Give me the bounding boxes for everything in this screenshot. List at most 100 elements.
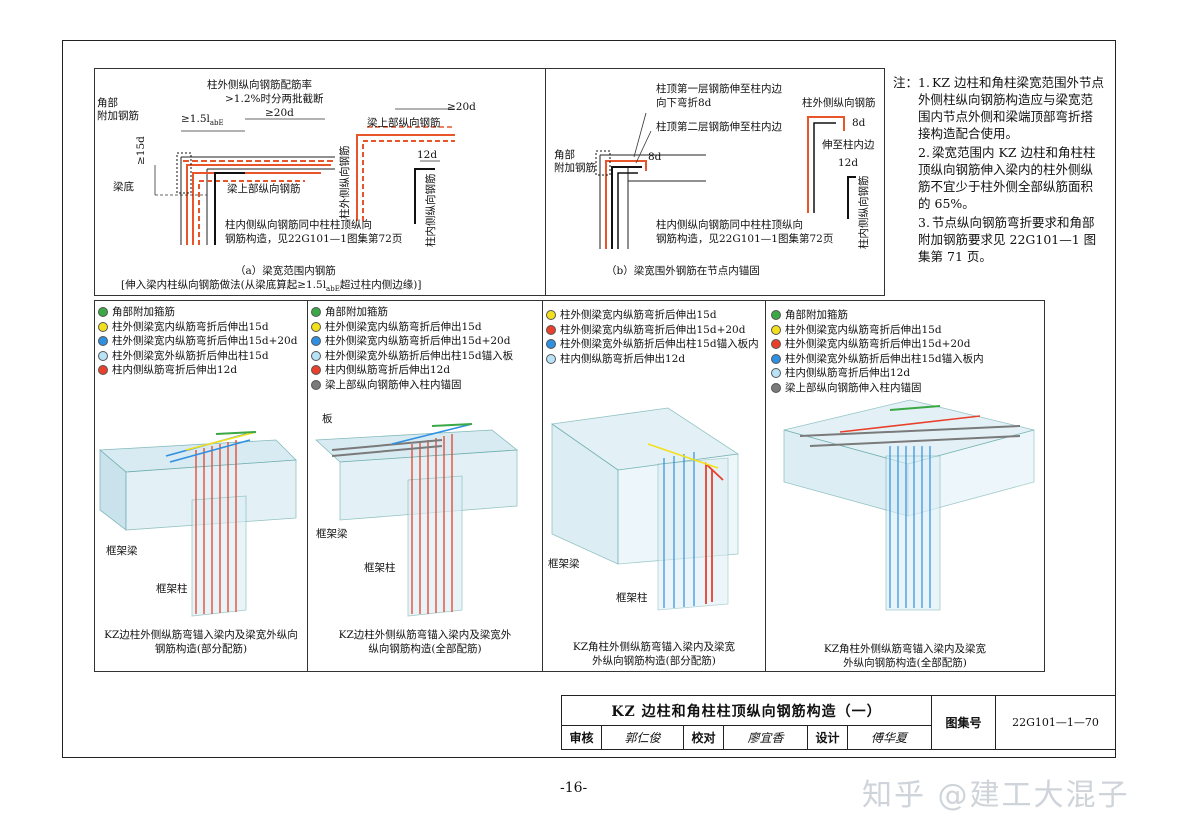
label-outer-b: 柱外侧纵向钢筋: [802, 97, 876, 109]
label-ratio: 柱外侧纵向钢筋配筋率: [207, 79, 312, 91]
label-corner-rebar: 角部 附加钢筋: [97, 97, 139, 122]
panel-2-label-slab: 板: [322, 413, 333, 425]
legend-item: 梁上部纵向钢筋伸入柱内锚固: [311, 378, 513, 393]
check-label: 校对: [684, 726, 724, 749]
reviewer-name: 郭仁俊: [602, 726, 684, 749]
drawing-frame: [62, 40, 1116, 758]
legend-item: 柱内侧纵筋弯折后伸出12d: [771, 366, 984, 381]
panel-3-legend: 柱外侧梁宽内纵筋弯折后伸出15d 柱外侧梁宽内纵筋弯折后伸出15d+20d 柱外…: [546, 308, 759, 366]
note-3: 3.节点纵向钢筋弯折要求和角部附加钢筋要求见 22G101—1 图集第 71 页…: [918, 215, 1097, 264]
note-2: 2.梁宽范围内 KZ 边柱和角柱柱顶纵向钢筋伸入梁内的柱外侧纵筋不宜少于柱外侧全…: [918, 145, 1096, 211]
notes-prefix: 注：: [893, 75, 919, 90]
label-corner-b: 角部 附加钢筋: [554, 149, 596, 174]
gray-dot-icon: [771, 382, 781, 393]
design-label: 设计: [808, 726, 848, 749]
legend-item: 柱外侧梁宽内纵筋弯折后伸出15d+20d: [98, 334, 297, 349]
designer-name: 傅华夏: [870, 731, 907, 745]
blue-dot-icon: [546, 339, 556, 350]
note-1: 1.KZ 边柱和角柱梁宽范围外节点外侧柱纵向钢筋构造应与梁宽范围内节点外侧和梁端…: [918, 75, 1105, 141]
diagram-a-cell: 角部 附加钢筋 柱外侧纵向钢筋配筋率 >1.2%时分两批截断 ≥1.5labE …: [94, 68, 546, 296]
legend-item: 柱外侧梁宽内纵筋弯折后伸出15d: [546, 308, 759, 323]
legend-item: 柱外侧梁宽内纵筋弯折后伸出15d: [311, 320, 513, 335]
notes-block: 注： 1.KZ 边柱和角柱梁宽范围外节点外侧柱纵向钢筋构造应与梁宽范围内节点外侧…: [893, 74, 1105, 267]
legend-item: 柱外侧梁宽外纵筋折后伸出柱15d锚入板内: [546, 337, 759, 352]
label-top1b: 向下弯折8d: [656, 97, 712, 109]
caption-a1: （a）梁宽范围内钢筋: [235, 265, 336, 277]
panel-1-label-beam: 框架梁: [106, 545, 138, 557]
red-dot-icon: [546, 324, 556, 335]
red-dot-icon: [98, 365, 108, 376]
panel-2-caption: KZ边柱外侧纵筋弯锚入梁内及梁宽外纵向钢筋构造(全部配筋): [338, 629, 512, 655]
title-block: KZ 边柱和角柱柱顶纵向钢筋构造（一） 图集号 22G101—1—70 审核 郭…: [561, 695, 1116, 750]
yellow-dot-icon: [98, 321, 108, 332]
green-dot-icon: [98, 307, 108, 318]
label-to-inner: 伸至柱内边: [822, 139, 875, 151]
label-ratio2: >1.2%时分两批截断: [225, 93, 324, 105]
red-dot-icon: [311, 365, 321, 376]
panel-1-legend: 角部附加箍筋 柱外侧梁宽内纵筋弯折后伸出15d 柱外侧梁宽内纵筋弯折后伸出15d…: [98, 305, 297, 378]
review-label: 审核: [562, 726, 602, 749]
page-number: -16-: [560, 780, 588, 796]
checker-name: 廖宜香: [724, 726, 808, 749]
label-outer-v: 柱外侧纵向钢筋: [339, 145, 351, 220]
label-dim-lae: ≥1.5labE: [181, 113, 224, 128]
label-inner1-b: 柱内侧纵向钢筋同中柱柱顶纵向: [656, 219, 803, 231]
legend-item: 柱外侧梁宽内纵筋弯折后伸出15d+20d: [546, 323, 759, 338]
panel-3-label-beam: 框架梁: [548, 558, 580, 570]
label-8d-2: 8d: [852, 117, 866, 129]
panel-3-caption: KZ角柱外侧纵筋弯锚入梁内及梁宽外纵向钢筋构造(部分配筋): [572, 641, 736, 667]
diagram-b-cell: 柱顶第一层钢筋伸至柱内边 向下弯折8d 柱顶第二层钢筋伸至柱内边 角部 附加钢筋…: [545, 68, 885, 296]
legend-item: 柱内侧纵筋弯折后伸出12d: [98, 363, 297, 378]
label-inner1: 柱内侧纵向钢筋同中柱柱顶纵向: [225, 219, 372, 231]
blue-dot-icon: [98, 336, 108, 347]
blue-dot-icon: [771, 353, 781, 364]
legend-item: 角部附加箍筋: [98, 305, 297, 320]
label-20d: ≥20d: [265, 107, 294, 119]
panel-1-label-column: 框架柱: [156, 583, 188, 595]
panel-1-caption: KZ边柱外侧纵筋弯锚入梁内及梁宽外纵向钢筋构造(部分配筋): [104, 629, 298, 655]
drawing-title: KZ 边柱和角柱柱顶纵向钢筋构造（一）: [611, 703, 882, 720]
legend-item: 柱外侧梁宽内纵筋弯折后伸出15d+20d: [311, 334, 513, 349]
lightblue-dot-icon: [98, 350, 108, 361]
legend-item: 柱内侧纵筋弯折后伸出12d: [311, 363, 513, 378]
panel-2-label-column: 框架柱: [364, 562, 396, 574]
panel-2-render: [315, 423, 519, 617]
label-beam-top-2: 梁上部纵向钢筋: [367, 117, 441, 129]
panel-4-render: [783, 399, 1035, 611]
yellow-dot-icon: [311, 321, 321, 332]
label-inner2: 钢筋构造，见22G101—1图集第72页: [225, 233, 403, 245]
panel-4-legend: 角部附加箍筋 柱外侧梁宽内纵筋弯折后伸出15d 柱外侧梁宽内纵筋弯折后伸出15d…: [771, 308, 984, 395]
lightblue-dot-icon: [771, 368, 781, 379]
label-beam-top: 梁上部纵向钢筋: [227, 183, 301, 195]
legend-item: 柱外侧梁宽内纵筋弯折后伸出15d+20d: [771, 337, 984, 352]
atlas-no-cell: 22G101—1—70: [1012, 716, 1099, 729]
panel-1-render: [98, 431, 297, 617]
label-20d-2: ≥20d: [447, 101, 476, 113]
green-dot-icon: [311, 307, 321, 318]
diagram-a-drawing: [154, 108, 455, 245]
yellow-dot-icon: [546, 310, 556, 321]
panel-2-legend: 角部附加箍筋 柱外侧梁宽内纵筋弯折后伸出15d 柱外侧梁宽内纵筋弯折后伸出15d…: [311, 305, 513, 392]
blue-dot-icon: [311, 336, 321, 347]
label-15d: ≥15d: [135, 136, 147, 165]
green-dot-icon: [771, 310, 781, 321]
atlas-label-cell: 图集号: [932, 696, 996, 749]
caption-b: （b）梁宽围外钢筋在节点内锚固: [606, 265, 760, 277]
label-8d: 8d: [648, 151, 662, 163]
sign-row: 审核 郭仁俊 校对 廖宜香 设计 傅华夏: [562, 726, 932, 749]
red-dot-icon: [771, 339, 781, 350]
legend-item: 柱外侧梁宽外纵筋折后伸出柱15d: [98, 349, 297, 364]
label-top1: 柱顶第一层钢筋伸至柱内边: [656, 83, 782, 95]
title-row: KZ 边柱和角柱柱顶纵向钢筋构造（一）: [562, 696, 932, 726]
legend-item: 柱内侧纵筋弯折后伸出12d: [546, 352, 759, 367]
legend-item: 柱外侧梁宽外纵筋折后伸出柱15d锚入板内: [771, 352, 984, 367]
label-beam-bottom: 梁底: [113, 181, 134, 193]
label-top2: 柱顶第二层钢筋伸至柱内边: [656, 121, 782, 133]
panel-3-label-column: 框架柱: [616, 592, 648, 604]
lightblue-dot-icon: [546, 353, 556, 364]
label-12d-b: 12d: [838, 157, 859, 169]
label-12d: 12d: [417, 149, 438, 161]
legend-item: 角部附加箍筋: [771, 308, 984, 323]
label-inner-v-b: 柱内侧纵向钢筋: [858, 175, 870, 250]
legend-item: 梁上部纵向钢筋伸入柱内锚固: [771, 381, 984, 396]
